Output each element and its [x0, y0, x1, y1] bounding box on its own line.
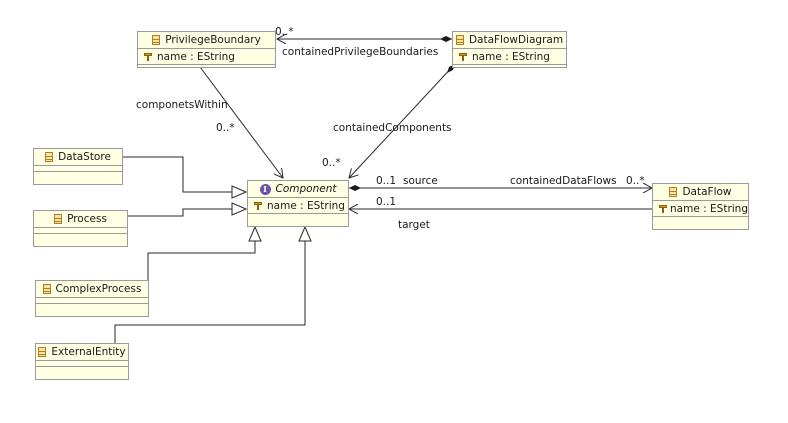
class-data-store[interactable]: DataStore	[33, 148, 123, 185]
attribute-icon	[144, 52, 152, 61]
label-source-mult: 0..1	[376, 175, 397, 187]
class-icon	[45, 152, 54, 162]
class-component[interactable]: I Component name : EString	[247, 180, 349, 227]
label-contained-data-flows-mult: 0..*	[626, 175, 645, 187]
class-name: Process	[67, 213, 107, 225]
attribute-icon	[254, 201, 262, 210]
label-source: source	[403, 175, 438, 187]
label-target-mult: 0..1	[376, 196, 397, 208]
class-complex-process[interactable]: ComplexProcess	[35, 280, 149, 317]
class-privilege-boundary[interactable]: PrivilegeBoundary name : EString	[137, 31, 276, 68]
label-contained-components-mult: 0..*	[322, 157, 341, 169]
edge-contained-privilege-boundaries[interactable]	[277, 36, 452, 42]
class-icon	[54, 214, 63, 224]
class-icon	[455, 35, 464, 45]
edge-generalization-process[interactable]	[128, 202, 248, 217]
class-name: DataStore	[58, 151, 111, 163]
class-icon	[42, 284, 51, 294]
class-data-flow-diagram[interactable]: DataFlowDiagram name : EString	[452, 31, 567, 68]
class-external-entity[interactable]: ExternalEntity	[35, 343, 129, 380]
class-icon	[669, 187, 678, 197]
edge-generalization-externalentity[interactable]	[114, 225, 312, 343]
class-name: DataFlowDiagram	[468, 34, 564, 46]
label-contained-privilege-boundaries: containedPrivilegeBoundaries	[282, 46, 439, 58]
label-componets-within: componetsWithin	[136, 99, 228, 111]
class-icon	[38, 347, 47, 357]
label-componets-within-mult: 0..*	[216, 122, 235, 134]
attribute-name: name : EString	[267, 199, 345, 212]
class-name: PrivilegeBoundary	[165, 34, 261, 46]
attribute-icon	[459, 52, 467, 61]
class-name: ExternalEntity	[51, 346, 126, 358]
edge-componets-within[interactable]	[199, 66, 283, 178]
attribute-icon	[659, 204, 668, 213]
composition-diamond	[440, 36, 452, 42]
class-name: Component	[275, 183, 337, 195]
class-data-flow[interactable]: DataFlow name : EString	[652, 183, 749, 230]
attribute-name: name : EString	[157, 50, 235, 63]
class-name: ComplexProcess	[55, 283, 142, 295]
class-name: DataFlow	[682, 186, 732, 198]
label-contained-components: containedComponents	[333, 122, 452, 134]
label-contained-data-flows: containedDataFlows	[510, 175, 617, 187]
class-process[interactable]: Process	[33, 210, 128, 247]
label-target: target	[398, 219, 430, 231]
edge-generalization-datastore[interactable]	[123, 156, 248, 199]
composition-diamond	[349, 185, 361, 191]
attribute-name: name : EString	[472, 50, 550, 63]
label-contained-privilege-boundaries-mult: 0..*	[275, 26, 294, 38]
interface-icon: I	[259, 183, 271, 195]
class-icon	[152, 35, 161, 45]
attribute-name: name : EString	[670, 202, 748, 215]
edge-source[interactable]	[349, 185, 652, 191]
edge-contained-components[interactable]	[349, 63, 456, 178]
edge-generalization-complexprocess[interactable]	[147, 225, 262, 280]
